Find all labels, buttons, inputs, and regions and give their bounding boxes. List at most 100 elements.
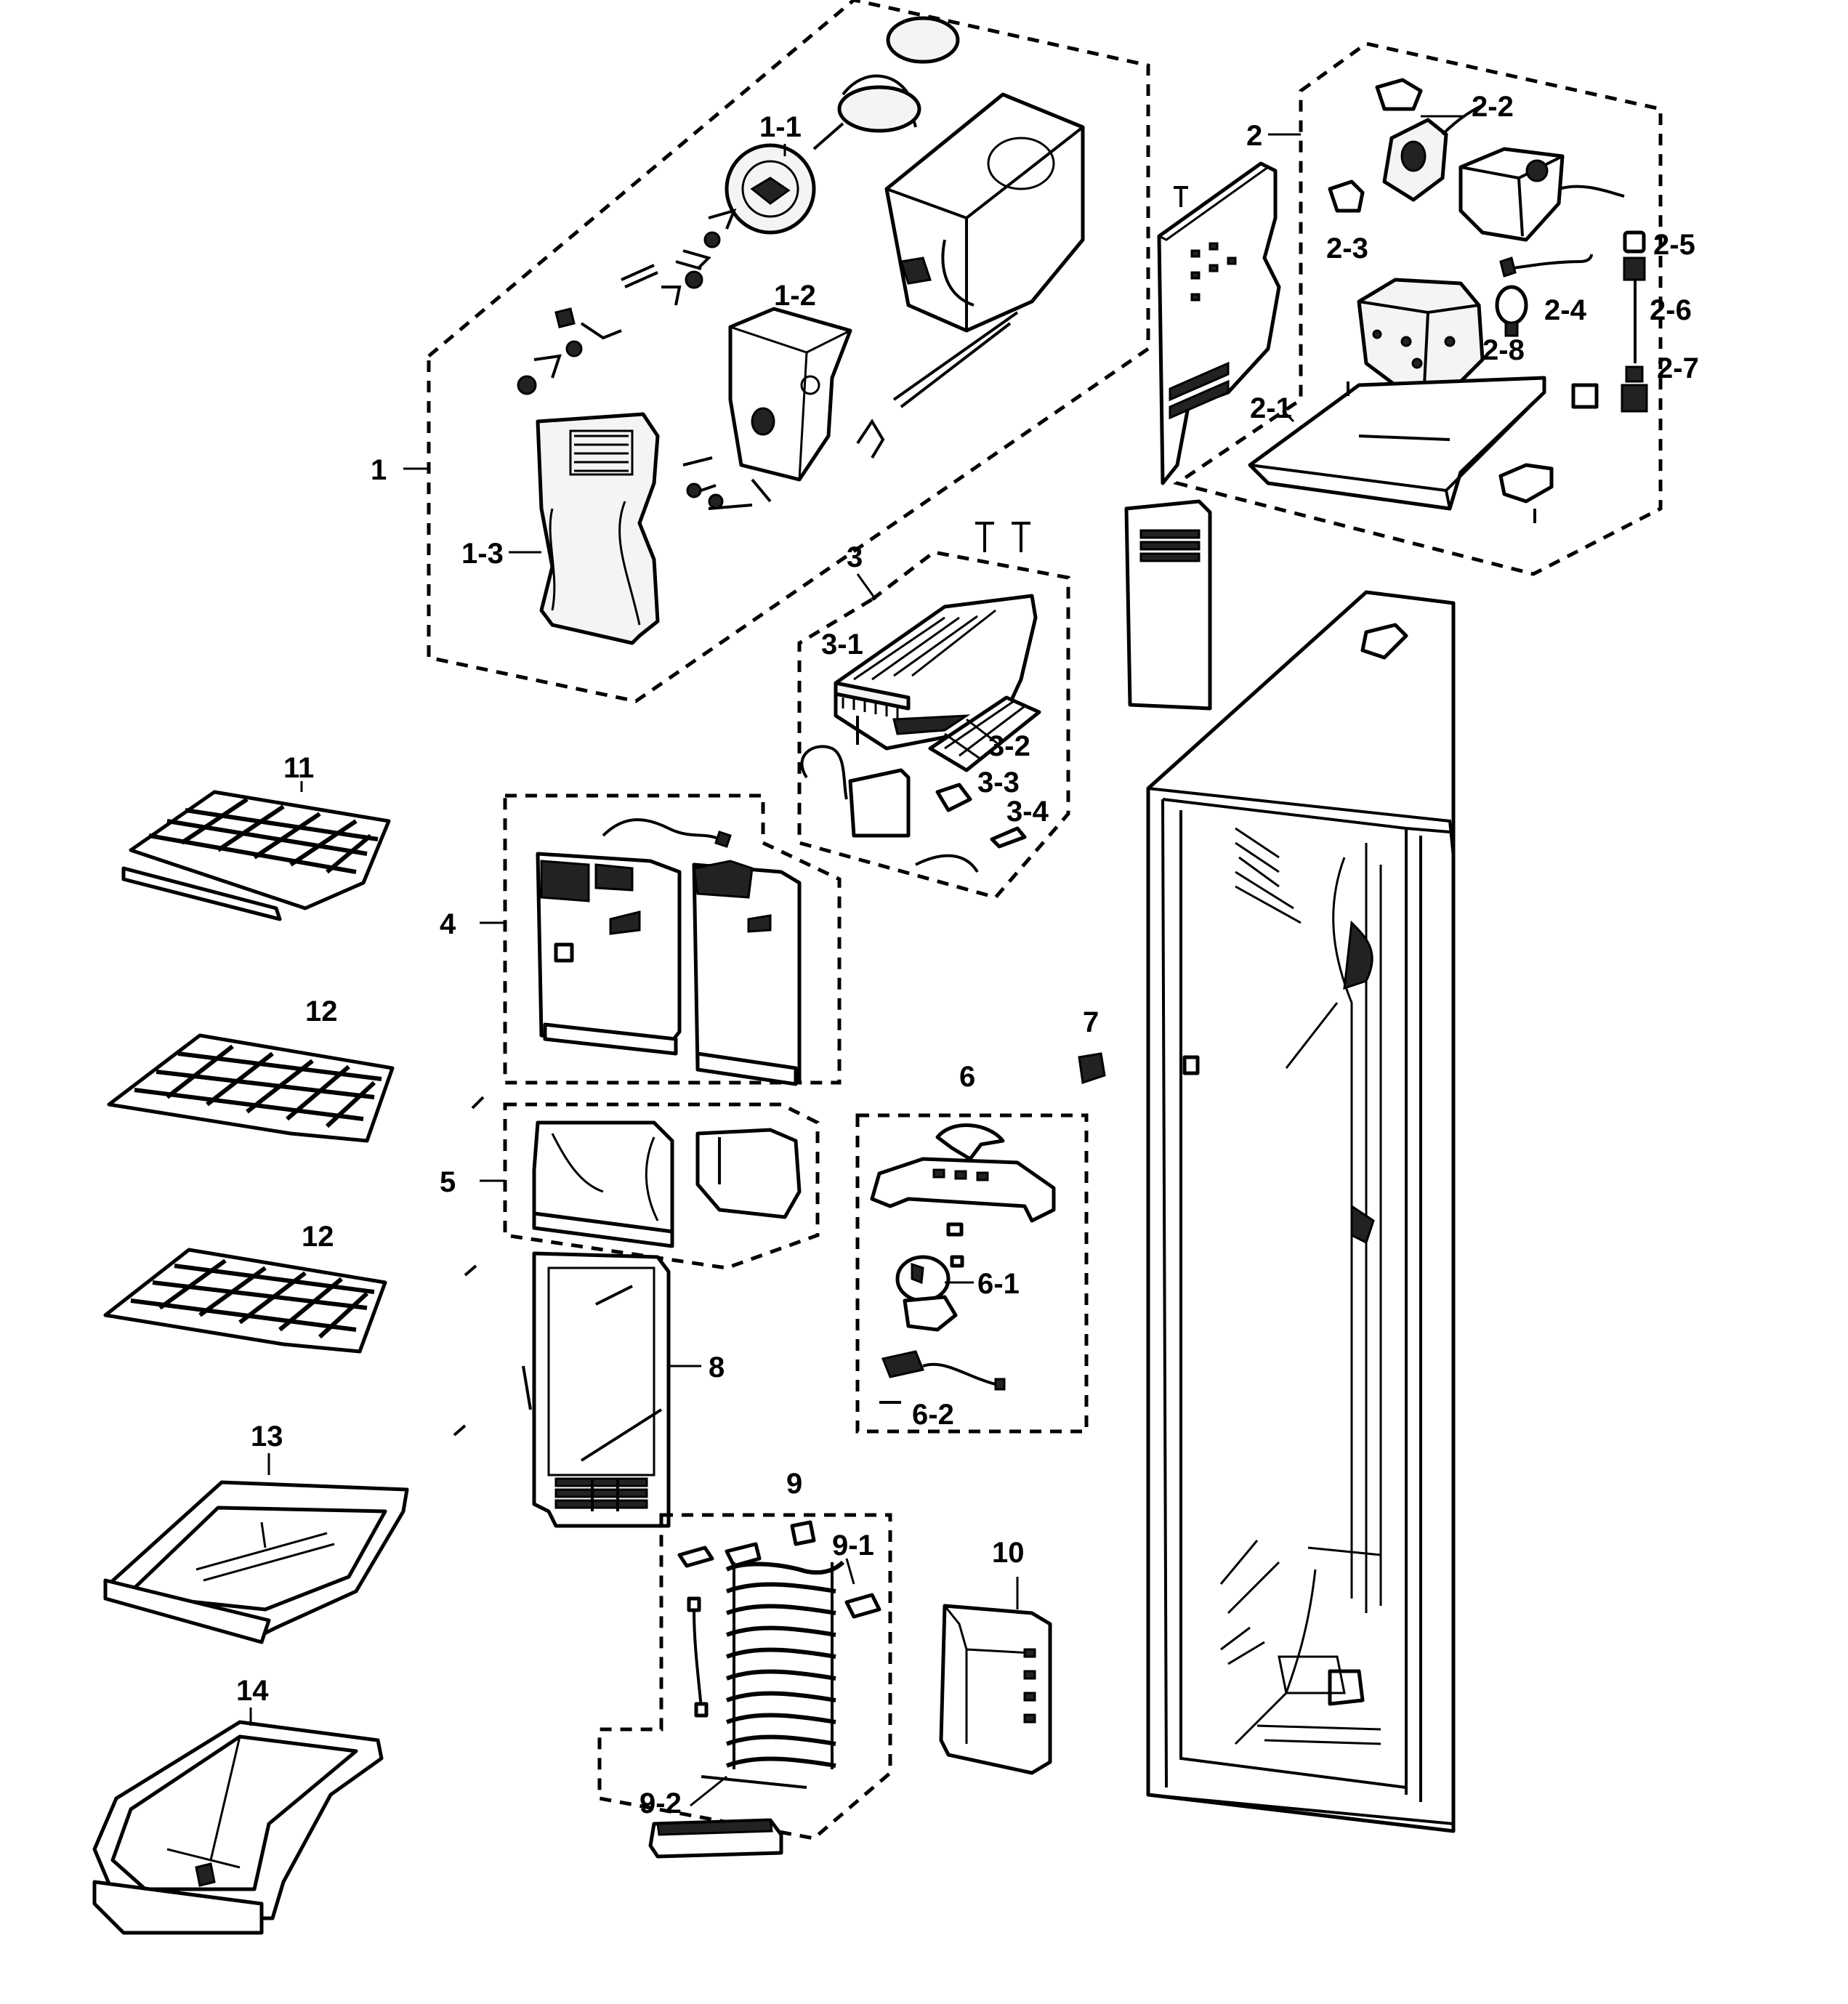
- timer-motor-part: [1375, 78, 1483, 202]
- label-3-2: 3-2: [988, 730, 1030, 762]
- label-2-2: 2-2: [1472, 91, 1514, 123]
- label-9-2: 9-2: [639, 1787, 682, 1819]
- label-2-4: 2-4: [1544, 294, 1587, 326]
- part-8-freezer-cover: [522, 1251, 701, 1528]
- label-3-3: 3-3: [977, 767, 1020, 799]
- label-14: 14: [236, 1675, 269, 1707]
- ice-maker-arm: [915, 854, 979, 873]
- evaporator-wire: [693, 1609, 703, 1708]
- label-1-3: 1-3: [461, 538, 504, 570]
- label-13: 13: [251, 1421, 283, 1453]
- label-10: 10: [992, 1537, 1025, 1569]
- evaporator-pipe: [701, 1775, 807, 1789]
- callout-labels: 1 1-1 1-2 1-3 2 2-1 2-2 2-3 2-4 2-5 2-6 …: [236, 91, 1699, 1819]
- ice-tray-part: [928, 695, 1041, 772]
- control-box-part: [1248, 278, 1546, 511]
- thermostat-housing-part: [1458, 147, 1625, 242]
- ice-maker-clip: [990, 826, 1027, 849]
- label-6-2: 6-2: [912, 1399, 954, 1431]
- water-tray-part: [1498, 463, 1554, 504]
- group-4-dispenser-housing: [480, 793, 842, 1086]
- label-9-1: 9-1: [832, 1530, 874, 1561]
- fan-wire-part: [879, 1350, 1006, 1404]
- label-4: 4: [440, 908, 456, 940]
- dispenser-wire-connector: [714, 831, 732, 848]
- fan-bracket-part: [870, 1157, 1056, 1237]
- front-cover-part: [536, 412, 660, 645]
- label-6: 6: [959, 1061, 975, 1093]
- ice-bucket-housing: [884, 92, 1085, 333]
- group-6-fan-motor-assembly: [855, 1113, 1089, 1434]
- label-2-1: 2-1: [1250, 392, 1292, 424]
- leader-2-1: [1281, 409, 1295, 423]
- evaporator-coil-part: [725, 1542, 845, 1769]
- switch-part: [1571, 383, 1599, 409]
- label-12-upper: 12: [305, 995, 338, 1027]
- fan-blade-part: [935, 1123, 1005, 1161]
- label-8: 8: [709, 1352, 725, 1383]
- group-9-boundary: [597, 1513, 892, 1841]
- label-1: 1: [371, 454, 387, 486]
- group-5-boundary: [503, 1102, 820, 1270]
- valve-stack-part: [1621, 230, 1648, 413]
- freezer-door-cover: [1124, 499, 1212, 711]
- label-2-3: 2-3: [1326, 233, 1368, 264]
- label-3: 3: [847, 541, 863, 573]
- group-5-dispenser-cover: [480, 1102, 820, 1270]
- group-3-ice-maker-assembly: [797, 522, 1070, 900]
- part-12-shelf-upper: [107, 1033, 395, 1143]
- label-3-1: 3-1: [821, 629, 863, 660]
- part-11-shelf: [121, 790, 391, 921]
- dispenser-panel-left: [536, 852, 682, 1056]
- dispenser-cover-back: [695, 1128, 802, 1219]
- label-12-lower: 12: [302, 1221, 334, 1253]
- fan-motor-part: [895, 1255, 964, 1332]
- freezer-cabinet: [1146, 590, 1456, 1833]
- auger-part: [812, 16, 960, 150]
- ice-maker-sensor: [935, 783, 972, 812]
- group-2-control-box-assembly: [1157, 41, 1663, 576]
- dispenser-wire: [602, 818, 720, 841]
- part-12-shelf-lower: [103, 1248, 387, 1354]
- dispenser-cover-front: [532, 1120, 674, 1248]
- control-panel-cover: [1157, 161, 1281, 485]
- screw-8: [453, 1424, 467, 1437]
- impeller-part: [725, 143, 816, 235]
- leader-9-2: [690, 1775, 727, 1807]
- label-9: 9: [786, 1468, 802, 1500]
- label-6-1: 6-1: [977, 1268, 1020, 1300]
- evaporator-block-left: [677, 1546, 714, 1568]
- group-1-ice-bucket-assembly: [403, 0, 1150, 703]
- wire-connector: [1499, 256, 1517, 278]
- leader-3: [856, 573, 877, 600]
- ice-maker-motor-box: [848, 768, 911, 838]
- label-1-1: 1-1: [759, 111, 802, 143]
- label-7: 7: [1083, 1006, 1099, 1038]
- group-2-boundary: [1172, 41, 1663, 576]
- relay-clip-part: [1328, 179, 1365, 213]
- lamp-bulb-part: [1495, 285, 1528, 337]
- part-7-switch: [1078, 1052, 1106, 1084]
- defrost-sensor-part: [790, 1520, 816, 1546]
- label-5: 5: [440, 1166, 456, 1198]
- small-hardware-1: [517, 208, 1019, 408]
- label-2-5: 2-5: [1653, 229, 1695, 261]
- wire-harness-part: [1507, 254, 1593, 270]
- part-13-drawer: [103, 1453, 409, 1644]
- group-4-boundary: [503, 793, 842, 1085]
- screw-4: [471, 1096, 485, 1110]
- label-2-6: 2-6: [1650, 294, 1692, 326]
- screw-5: [464, 1264, 477, 1277]
- ice-maker-wire: [800, 745, 848, 800]
- part-10-ice-bin: [939, 1577, 1052, 1775]
- label-3-4: 3-4: [1006, 796, 1049, 828]
- part-14-bin: [92, 1708, 384, 1935]
- label-2-7: 2-7: [1657, 352, 1699, 384]
- group-9-evaporator-assembly: [597, 1513, 892, 1859]
- label-2-8: 2-8: [1482, 334, 1525, 366]
- label-2: 2: [1246, 120, 1262, 152]
- group-6-boundary: [855, 1113, 1089, 1434]
- label-1-2: 1-2: [774, 280, 816, 312]
- bracket-part: [682, 307, 885, 510]
